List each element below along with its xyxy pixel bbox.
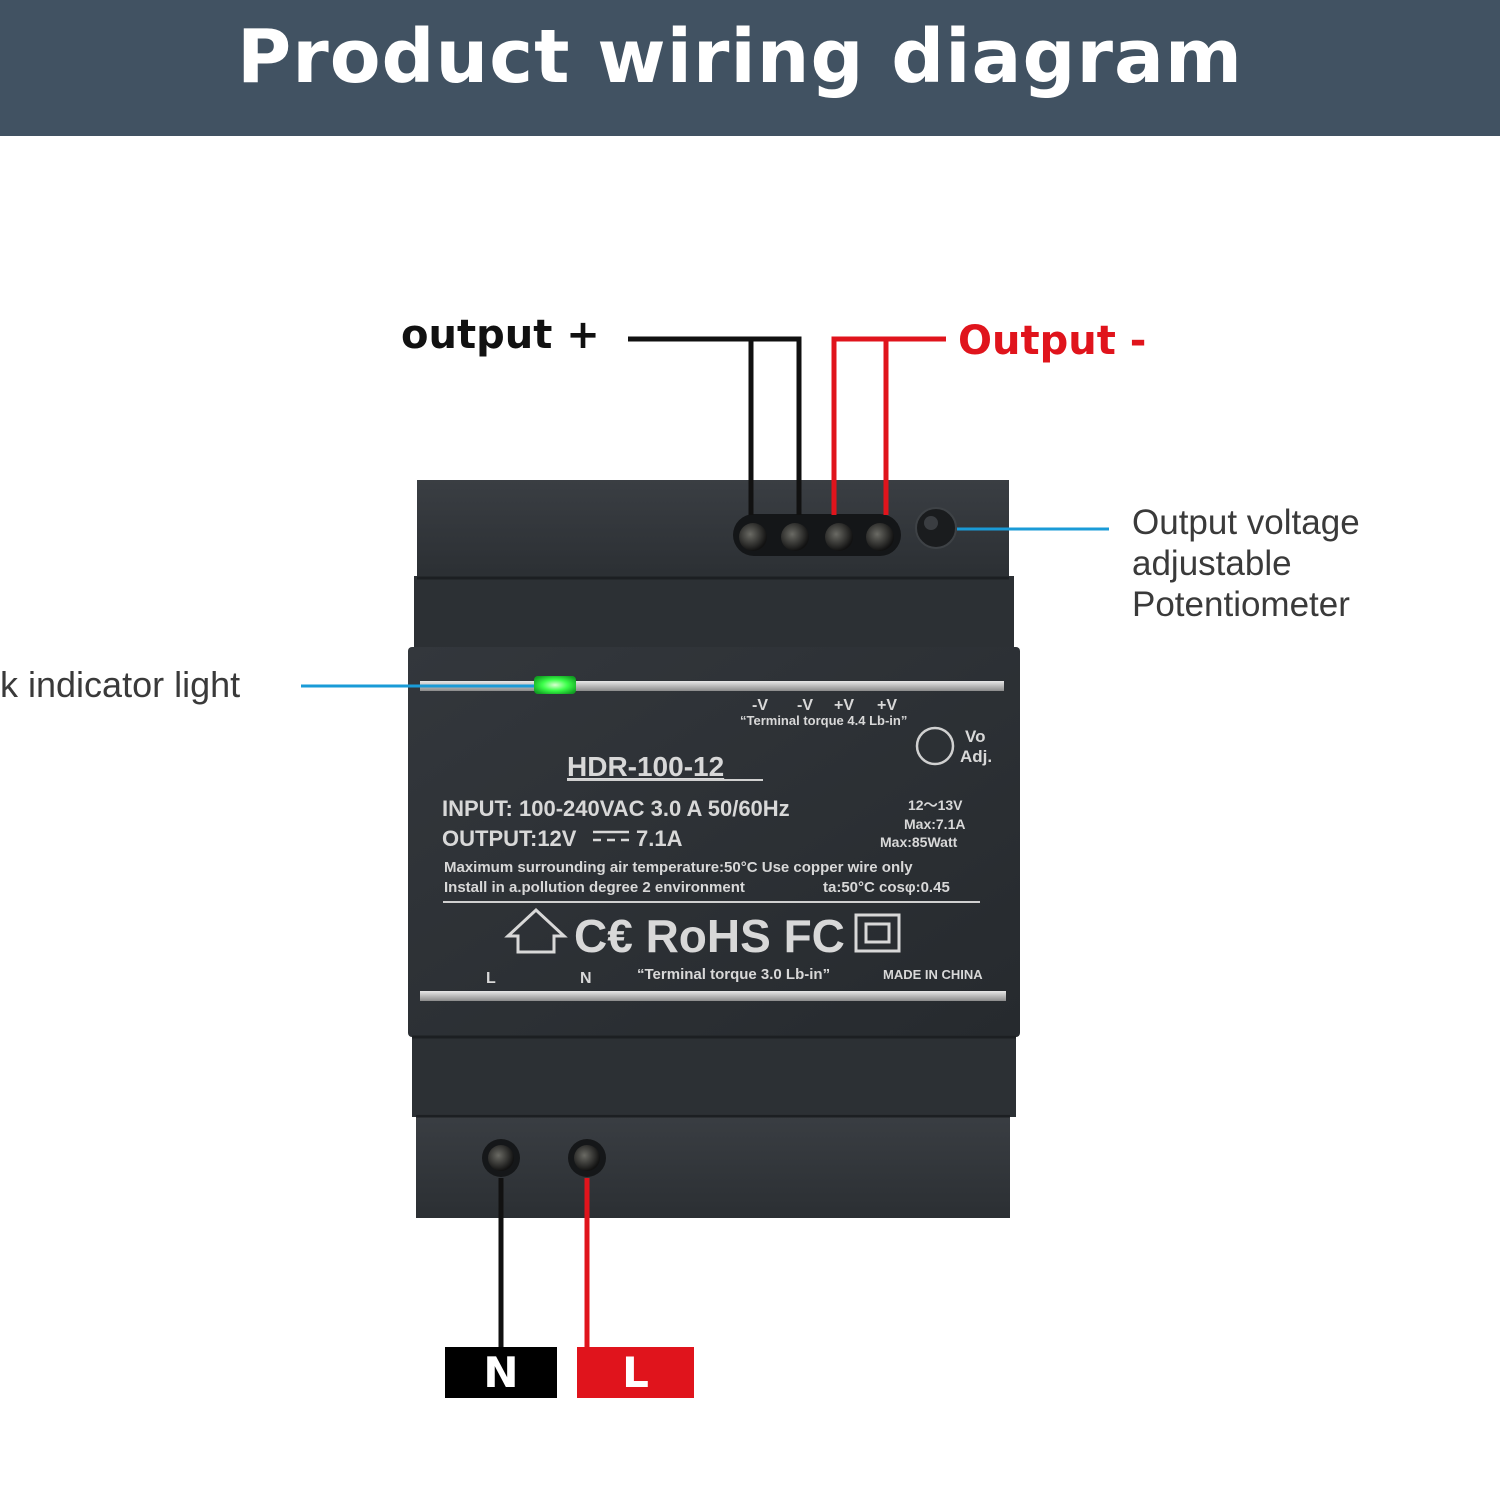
label-output-minus: Output -: [958, 318, 1147, 364]
housing-top-block: [417, 480, 1009, 580]
wire-negative: [628, 336, 802, 515]
plate-top-torque: “Terminal torque 4.4 Lb-in”: [740, 713, 907, 728]
wire-positive: [831, 336, 946, 515]
page-title: Product wiring diagram: [236, 14, 1243, 100]
screw-terminal-icon: [866, 523, 894, 551]
vo-adj-dial-symbol: [915, 726, 955, 766]
input-spec: INPUT: 100-240VAC 3.0 A 50/60Hz: [442, 796, 790, 821]
plate-terminal-1: -V: [752, 697, 768, 714]
output-spec-prefix: OUTPUT:12V: [442, 826, 577, 851]
adj-range: 12～13V: [908, 797, 963, 813]
screw-terminal-icon: [739, 523, 767, 551]
title-banner: Product wiring diagram: [0, 0, 1500, 136]
certification-marks: C€ RoHS FC: [504, 907, 901, 962]
label-output-plus: output +: [401, 312, 600, 358]
cert-marks-text: C€ RoHS FC: [574, 910, 845, 962]
output-spec-current: 7.1A: [636, 826, 683, 851]
dc-symbol: [593, 830, 629, 842]
label-potentiometer-line2: adjustable: [1132, 544, 1292, 583]
output-terminal-block: [733, 514, 901, 556]
plate-top-rail: [420, 681, 1004, 691]
housing-step-lower: [412, 1035, 1016, 1117]
plate-terminal-3: +V: [834, 697, 854, 714]
house-icon: [504, 907, 568, 954]
plate-terminal-n: N: [580, 970, 592, 987]
plate-terminal-l: L: [486, 970, 496, 987]
label-potentiometer-line1: Output voltage: [1132, 503, 1360, 542]
screw-terminal-icon: [781, 523, 809, 551]
plate-note-temperature: Maximum surrounding air temperature:50°C…: [444, 859, 913, 876]
housing-step-upper: [414, 576, 1014, 650]
led-indicator: [534, 676, 576, 694]
plate-vo: Vo: [965, 727, 985, 746]
plate-note-ta: ta:50°C cosφ:0.45: [823, 879, 950, 896]
plate-bottom-rail: [420, 991, 1006, 1001]
plate-note-pollution: Install in a.pollution degree 2 environm…: [444, 879, 745, 896]
label-indicator-light: k indicator light: [0, 664, 241, 705]
live-tag: L: [577, 1347, 694, 1398]
screw-terminal-icon: [825, 523, 853, 551]
plate-terminal-2: -V: [797, 697, 813, 714]
label-potentiometer-line3: Potentiometer: [1132, 585, 1350, 624]
double-insulation-icon: [854, 913, 901, 953]
label-potentiometer: Output voltage adjustable Potentiometer: [1132, 502, 1360, 625]
screw-terminal-l-icon: [574, 1145, 600, 1171]
label-plate: [420, 681, 1006, 1001]
plate-origin: MADE IN CHINA: [883, 967, 983, 982]
model-number: HDR-100-12: [567, 751, 724, 782]
output-wires: [628, 336, 946, 515]
max-current: Max:7.1A: [904, 816, 965, 832]
plate-adj: Adj.: [960, 747, 992, 766]
plate-bottom-torque: “Terminal torque 3.0 Lb-in”: [637, 966, 830, 983]
max-power: Max:85Watt: [880, 834, 958, 850]
screw-terminal-n-icon: [488, 1145, 514, 1171]
neutral-tag: N: [445, 1347, 557, 1398]
plate-terminal-4: +V: [877, 697, 897, 714]
potentiometer-knob: [915, 507, 957, 549]
